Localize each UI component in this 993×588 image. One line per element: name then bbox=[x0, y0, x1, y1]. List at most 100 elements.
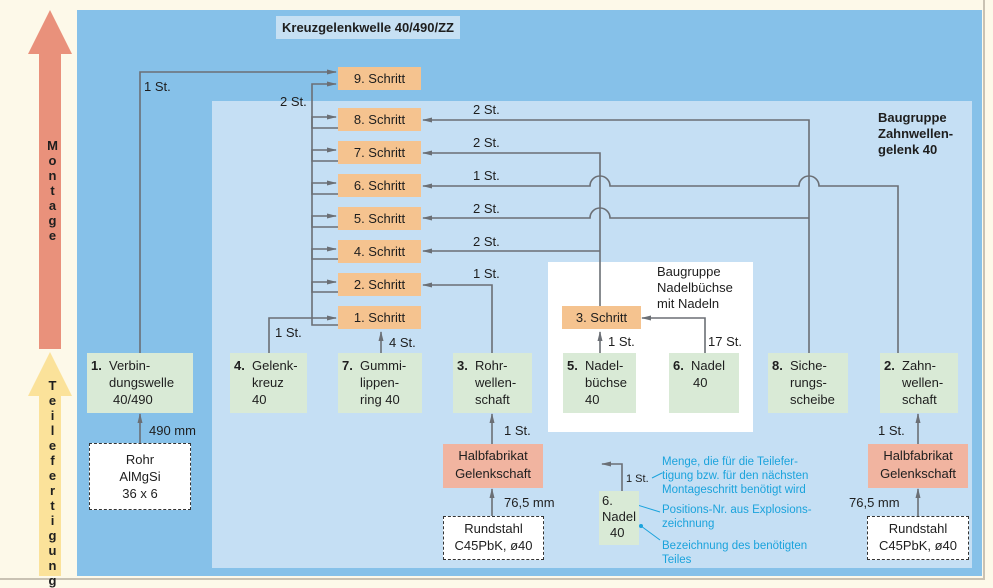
line-step4-step5 bbox=[311, 213, 338, 260]
raw-line: C45PbK, ø40 bbox=[454, 538, 533, 553]
qty-label: 76,5 mm bbox=[504, 495, 555, 510]
line-part8-step8 bbox=[422, 117, 810, 353]
step-1: 1. Schritt bbox=[338, 306, 421, 329]
part-3: 3.Rohr- wellen- schaft bbox=[453, 353, 532, 413]
line-step7-step8 bbox=[311, 114, 338, 162]
line-part6-step3 bbox=[641, 315, 706, 353]
qty-label: 1 St. bbox=[473, 168, 500, 183]
teilefertigung-label: Teilefertigung bbox=[45, 378, 60, 588]
legend-qty: 1 St. bbox=[626, 473, 649, 485]
part-name-line: Nadel- bbox=[585, 358, 624, 373]
qty-label: 2 St. bbox=[473, 201, 500, 216]
page-frame bbox=[0, 0, 985, 580]
qty-label: 1 St. bbox=[144, 79, 171, 94]
step-3: 3. Schritt bbox=[562, 306, 641, 329]
group-label-line: mit Nadeln bbox=[657, 296, 720, 311]
line-step8-step9 bbox=[311, 81, 338, 129]
group-label-line: Zahnwellen- bbox=[878, 126, 954, 141]
step-9: 9. Schritt bbox=[338, 67, 421, 90]
part-6: 6.Nadel 40 bbox=[669, 353, 739, 413]
group-label-line: Baugruppe bbox=[878, 110, 947, 125]
group-label-line: gelenk 40 bbox=[878, 142, 938, 157]
part-name-line: lippen- bbox=[360, 375, 400, 390]
raw-line: Rohr bbox=[125, 452, 155, 467]
qty-label: 4 St. bbox=[389, 335, 416, 350]
group-label-line: Nadelbüchse bbox=[657, 280, 733, 295]
legend-pointer-name bbox=[640, 525, 661, 541]
step-6: 6. Schritt bbox=[338, 174, 421, 197]
qty-label: 76,5 mm bbox=[849, 495, 900, 510]
part-number: 1. bbox=[91, 358, 102, 373]
legend-line: Menge, die für die Teilefer- bbox=[662, 456, 798, 468]
line-part2-step6 bbox=[422, 175, 899, 353]
group-label-nadelbuechse: Baugruppe Nadelbüchse mit Nadeln bbox=[657, 264, 733, 312]
montage-arrow bbox=[28, 10, 72, 349]
legend-note-name: Bezeichnung des benötigten Teiles bbox=[662, 539, 807, 567]
step-7: 7. Schritt bbox=[338, 141, 421, 164]
semi-line: Gelenkschaft bbox=[880, 466, 956, 481]
qty-label: 1 St. bbox=[504, 423, 531, 438]
step-4: 4. Schritt bbox=[338, 240, 421, 263]
line-part3-step2 bbox=[422, 282, 493, 353]
line-step6-step7 bbox=[311, 147, 338, 195]
part-5: 5. Nadel- büchse 40 bbox=[563, 353, 636, 413]
qty-label: 490 mm bbox=[149, 423, 196, 438]
part-number: 7. bbox=[342, 358, 353, 373]
product-title: Kreuzgelenkwelle 40/490/ZZ bbox=[276, 16, 460, 39]
line-step2-step4 bbox=[311, 246, 338, 293]
legend-part-name: Nadel bbox=[602, 509, 636, 524]
legend-line: Montageschritt benötigt wird bbox=[662, 484, 806, 496]
part-number: 3. bbox=[457, 358, 468, 373]
part-name-line: scheibe bbox=[790, 392, 835, 407]
part-name-line: Verbin- bbox=[109, 358, 151, 373]
part-name-line: Rohr- bbox=[475, 358, 508, 373]
qty-label: 1 St. bbox=[275, 325, 302, 340]
part-7: 7.Gummi- lippen- ring 40 bbox=[338, 353, 422, 413]
part-name-line: ring 40 bbox=[360, 392, 400, 407]
part-name-line: schaft bbox=[902, 392, 937, 407]
line-part8-step5 bbox=[422, 207, 809, 221]
line-step1-step2 bbox=[311, 279, 338, 326]
part-name-line: 40 bbox=[693, 375, 708, 390]
part-name-line: Gelenk- bbox=[252, 358, 298, 373]
part-name-line: 40/490 bbox=[113, 392, 153, 407]
semi-line: Halbfabrikat bbox=[883, 448, 953, 463]
part-8: 8.Siche- rungs- scheibe bbox=[768, 353, 848, 413]
qty-label: 1 St. bbox=[878, 423, 905, 438]
line-part1-step9 bbox=[139, 69, 337, 353]
raw-material-right: Rundstahl C45PbK, ø40 bbox=[867, 516, 969, 560]
part-name-line: 40 bbox=[252, 392, 267, 407]
qty-label: 17 St. bbox=[708, 334, 742, 349]
qty-label: 2 St. bbox=[473, 234, 500, 249]
group-label-line: Baugruppe bbox=[657, 264, 721, 279]
part-name-line: kreuz bbox=[252, 375, 284, 390]
part-name-line: büchse bbox=[585, 375, 627, 390]
raw-material-left: Rundstahl C45PbK, ø40 bbox=[443, 516, 544, 560]
part-number: 5. bbox=[567, 358, 578, 373]
group-label-zahnwellengelenk: Baugruppe Zahnwellen- gelenk 40 bbox=[878, 110, 953, 158]
part-name-line: 40 bbox=[585, 392, 600, 407]
raw-line: Rundstahl bbox=[464, 521, 523, 536]
legend-line: Teiles bbox=[662, 554, 692, 566]
part-1: 1. Verbin- dungswelle 40/490 bbox=[87, 353, 193, 413]
legend-arrow bbox=[601, 461, 623, 497]
raw-line: C45PbK, ø40 bbox=[878, 538, 958, 553]
part-name-line: Zahn- bbox=[902, 358, 936, 373]
part-number: 6. bbox=[673, 358, 684, 373]
part-name-line: wellen- bbox=[475, 375, 517, 390]
legend-example-part: 6. Nadel 40 bbox=[599, 491, 639, 545]
qty-label: 2 St. bbox=[280, 94, 307, 109]
part-number: 8. bbox=[772, 358, 783, 373]
montage-label: Montage bbox=[45, 138, 60, 243]
part-4: 4.Gelenk- kreuz 40 bbox=[230, 353, 307, 413]
part-name-line: dungswelle bbox=[109, 375, 175, 390]
semi-finished-right: Halbfabrikat Gelenkschaft bbox=[868, 444, 968, 488]
semi-line: Halbfabrikat bbox=[458, 448, 528, 463]
legend-dot-name bbox=[639, 524, 643, 528]
legend-note-quantity: Menge, die für die Teilefer- tigung bzw.… bbox=[662, 455, 808, 497]
line-step3-step7 bbox=[422, 150, 601, 306]
semi-finished-left: Halbfabrikat Gelenkschaft bbox=[443, 444, 543, 488]
part-name-line: Siche- bbox=[790, 358, 827, 373]
raw-material-tube: Rohr AlMgSi 36 x 6 bbox=[89, 443, 191, 510]
